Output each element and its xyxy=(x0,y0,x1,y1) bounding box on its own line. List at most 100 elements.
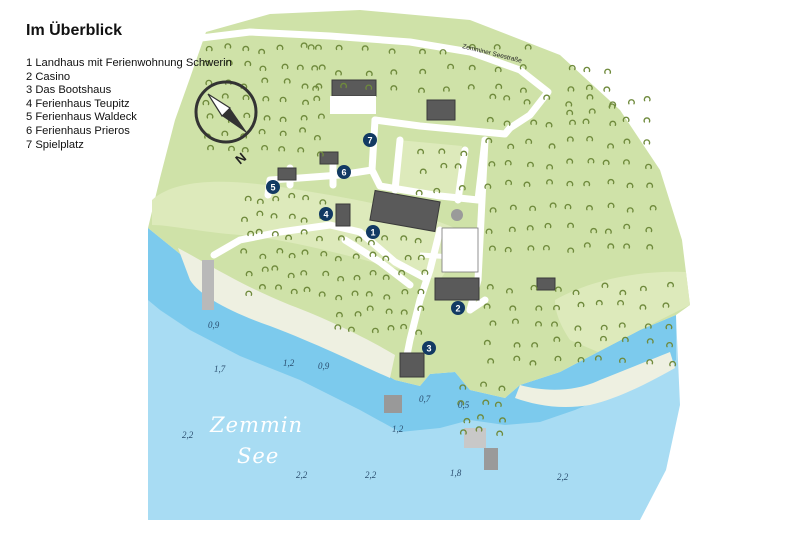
tree-icon xyxy=(544,222,552,229)
tree-icon xyxy=(300,42,308,48)
tree-icon xyxy=(649,205,657,211)
tree-icon xyxy=(381,235,389,241)
tree-icon xyxy=(400,323,408,330)
tree-icon xyxy=(335,294,343,301)
tree-icon xyxy=(645,163,652,170)
tree-icon xyxy=(604,228,612,234)
tree-icon xyxy=(315,83,323,89)
marker-3[interactable]: 3 xyxy=(422,341,436,355)
tree-icon xyxy=(475,426,483,432)
tree-icon xyxy=(221,130,229,136)
depth-label: 1,8 xyxy=(450,468,462,478)
tree-icon xyxy=(666,342,673,348)
marker-7[interactable]: 7 xyxy=(363,133,377,147)
tree-icon xyxy=(398,269,406,276)
tree-icon xyxy=(489,93,497,100)
tree-icon xyxy=(454,163,462,169)
tree-icon xyxy=(468,44,476,50)
tree-icon xyxy=(646,338,654,344)
tree-icon xyxy=(383,294,391,300)
legend-item-4: 4 Ferienhaus Teupitz xyxy=(26,97,130,110)
tree-icon xyxy=(639,285,647,292)
tree-icon xyxy=(545,122,553,128)
tree-icon xyxy=(417,288,425,295)
tree-icon xyxy=(488,245,496,251)
tree-icon xyxy=(617,300,624,306)
marker-4[interactable]: 4 xyxy=(319,207,333,221)
tree-icon xyxy=(275,284,282,290)
tree-icon xyxy=(404,254,412,261)
tree-icon xyxy=(484,183,492,189)
tree-icon xyxy=(523,99,531,105)
depth-label: 2,2 xyxy=(182,430,194,440)
tree-icon xyxy=(601,282,609,288)
tree-icon xyxy=(535,305,543,311)
tree-icon xyxy=(607,243,615,249)
fountain xyxy=(451,209,463,221)
depth-label: 0,7 xyxy=(419,394,431,404)
tree-icon xyxy=(463,417,471,424)
svg-text:6: 6 xyxy=(341,168,346,178)
tree-icon xyxy=(506,288,513,294)
tree-icon xyxy=(572,289,580,295)
tree-icon xyxy=(337,276,345,282)
tree-icon xyxy=(482,399,490,405)
tree-icon xyxy=(352,253,360,259)
tree-icon xyxy=(225,59,233,66)
marker-6[interactable]: 6 xyxy=(337,165,351,179)
tree-icon xyxy=(485,228,493,234)
tree-icon xyxy=(300,229,308,235)
tree-icon xyxy=(290,288,298,295)
tree-icon xyxy=(301,249,309,255)
tree-icon xyxy=(643,139,651,145)
tree-icon xyxy=(509,305,517,311)
tree-icon xyxy=(261,266,269,272)
tree-icon xyxy=(523,181,531,187)
tree-icon xyxy=(665,323,673,330)
tree-icon xyxy=(549,202,557,208)
tree-symbols xyxy=(202,42,677,436)
tree-icon xyxy=(639,304,647,310)
marker-1[interactable]: 1 xyxy=(366,225,380,239)
tree-icon xyxy=(551,321,558,327)
tree-icon xyxy=(312,85,320,91)
tree-icon xyxy=(438,148,446,154)
tree-icon xyxy=(228,145,235,152)
tree-icon xyxy=(626,207,634,213)
tree-icon xyxy=(240,248,248,254)
tree-icon xyxy=(447,63,455,70)
tree-icon xyxy=(355,236,363,242)
tree-icon xyxy=(382,255,390,261)
svg-text:1: 1 xyxy=(370,228,375,238)
tree-icon xyxy=(315,44,322,50)
legend-item-3: 3 Das Bootshaus xyxy=(26,84,112,97)
tree-icon xyxy=(287,272,295,279)
tree-icon xyxy=(419,168,427,174)
tree-icon xyxy=(300,115,308,121)
tree-icon xyxy=(457,400,465,406)
tree-icon xyxy=(371,327,379,334)
tree-icon xyxy=(546,179,553,185)
tree-icon xyxy=(316,235,323,242)
tree-icon xyxy=(643,117,651,123)
beach xyxy=(178,248,395,378)
depth-label: 0,9 xyxy=(318,361,330,371)
tree-icon xyxy=(554,355,562,362)
depth-label: 0,5 xyxy=(458,400,470,410)
tree-icon xyxy=(527,161,534,168)
tree-icon xyxy=(261,145,269,151)
tree-icon xyxy=(242,45,250,52)
tree-icon xyxy=(602,159,610,166)
tree-icon xyxy=(513,355,521,361)
marker-2[interactable]: 2 xyxy=(451,301,465,315)
tree-icon xyxy=(529,360,537,366)
tree-icon xyxy=(646,244,654,250)
tree-icon xyxy=(600,324,608,331)
tree-icon xyxy=(623,223,631,230)
tree-icon xyxy=(382,274,390,280)
building-casino xyxy=(434,277,480,301)
tree-icon xyxy=(335,44,343,51)
marker-5[interactable]: 5 xyxy=(266,180,280,194)
tree-icon xyxy=(299,127,307,133)
tree-icon xyxy=(271,265,279,271)
